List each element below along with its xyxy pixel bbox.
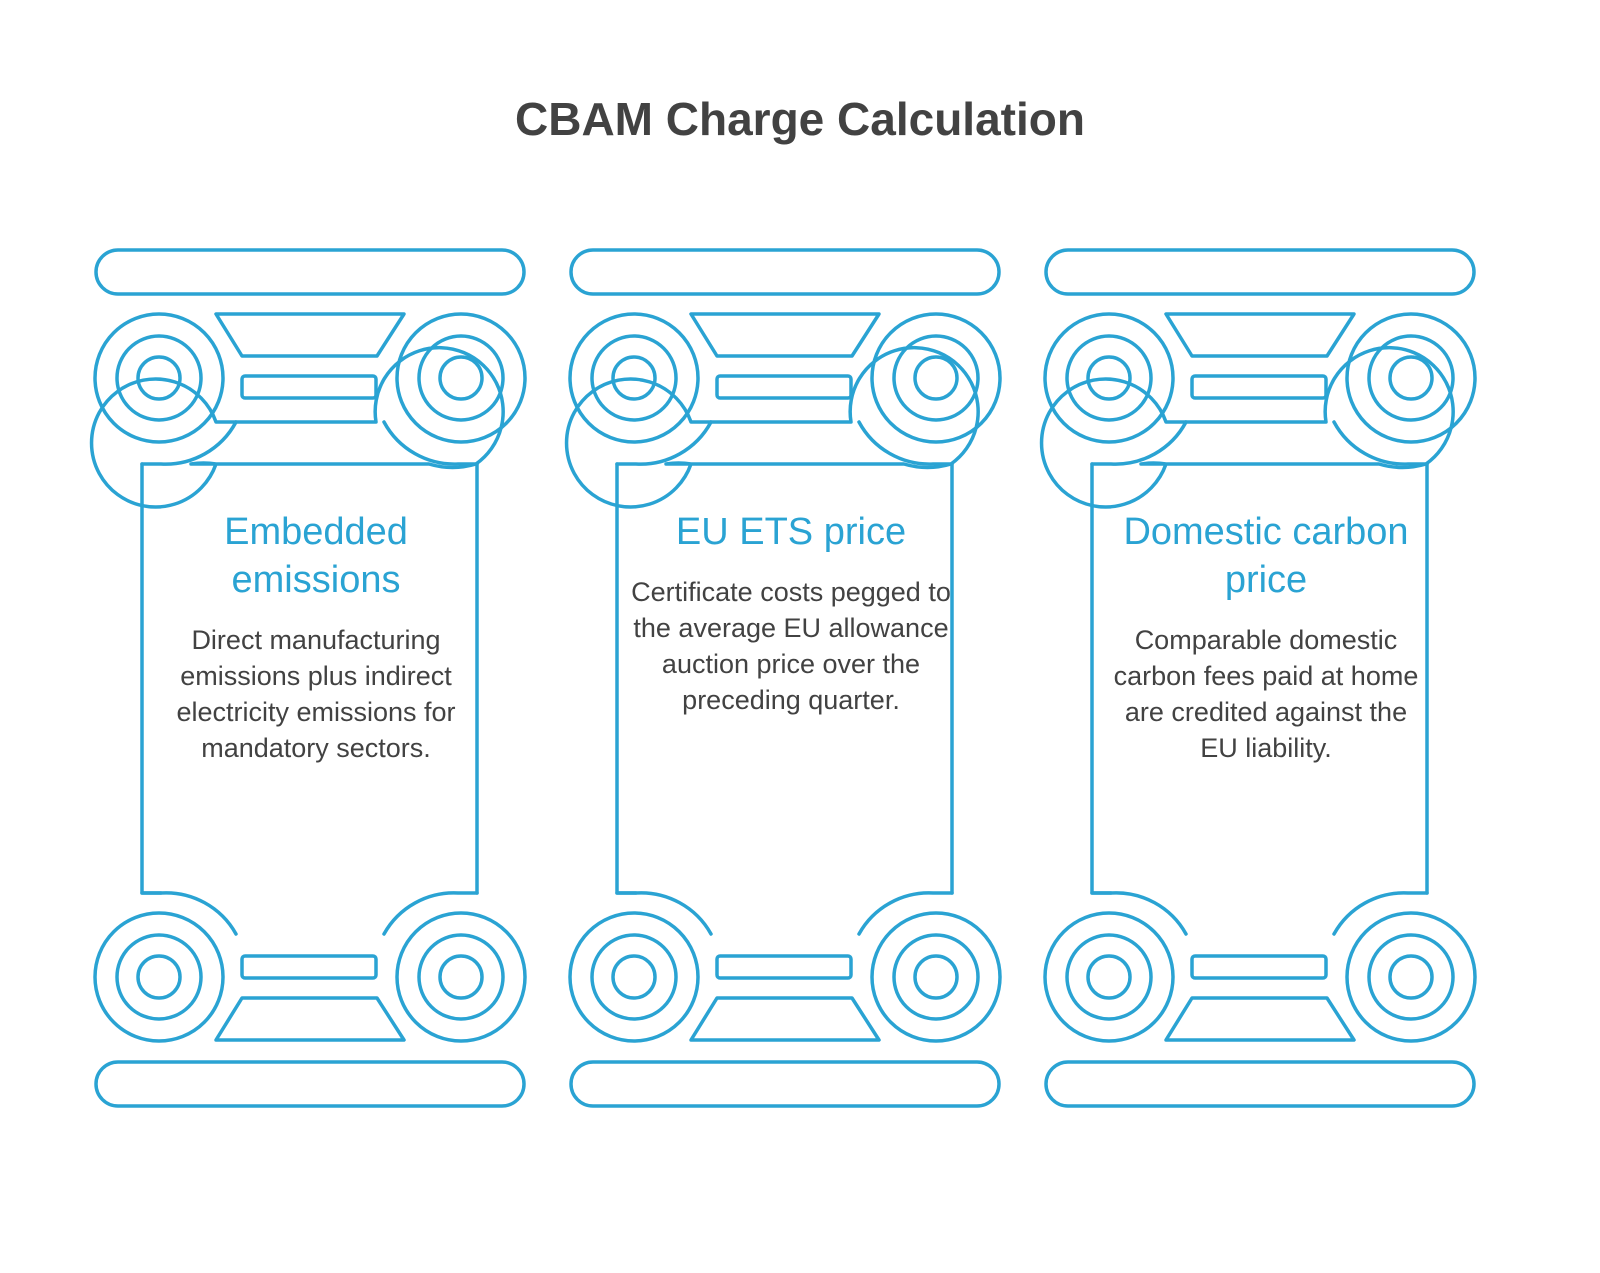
pillar-eu-ets-price: EU ETS price Certificate costs pegged to… xyxy=(564,248,1011,1138)
pillar-domestic-carbon-price: Domestic carbon price Comparable domesti… xyxy=(1039,248,1486,1138)
pillar-text: Embedded emissions Direct manufacturing … xyxy=(156,508,476,766)
pillar-description: Direct manufacturing emissions plus indi… xyxy=(176,625,456,763)
pillar-heading: Domestic carbon price xyxy=(1123,511,1409,601)
pillar-text: Domestic carbon price Comparable domesti… xyxy=(1106,508,1426,766)
pillar-description: Comparable domestic carbon fees paid at … xyxy=(1113,625,1419,763)
pillar-heading: Embedded emissions xyxy=(224,511,408,601)
pillar-description: Certificate costs pegged to the average … xyxy=(631,577,951,715)
diagram-title: CBAM Charge Calculation xyxy=(515,93,1085,145)
pillar-embedded-emissions: Embedded emissions Direct manufacturing … xyxy=(89,248,536,1138)
pillar-text: EU ETS price Certificate costs pegged to… xyxy=(631,508,951,718)
pillar-heading: EU ETS price xyxy=(675,511,907,553)
